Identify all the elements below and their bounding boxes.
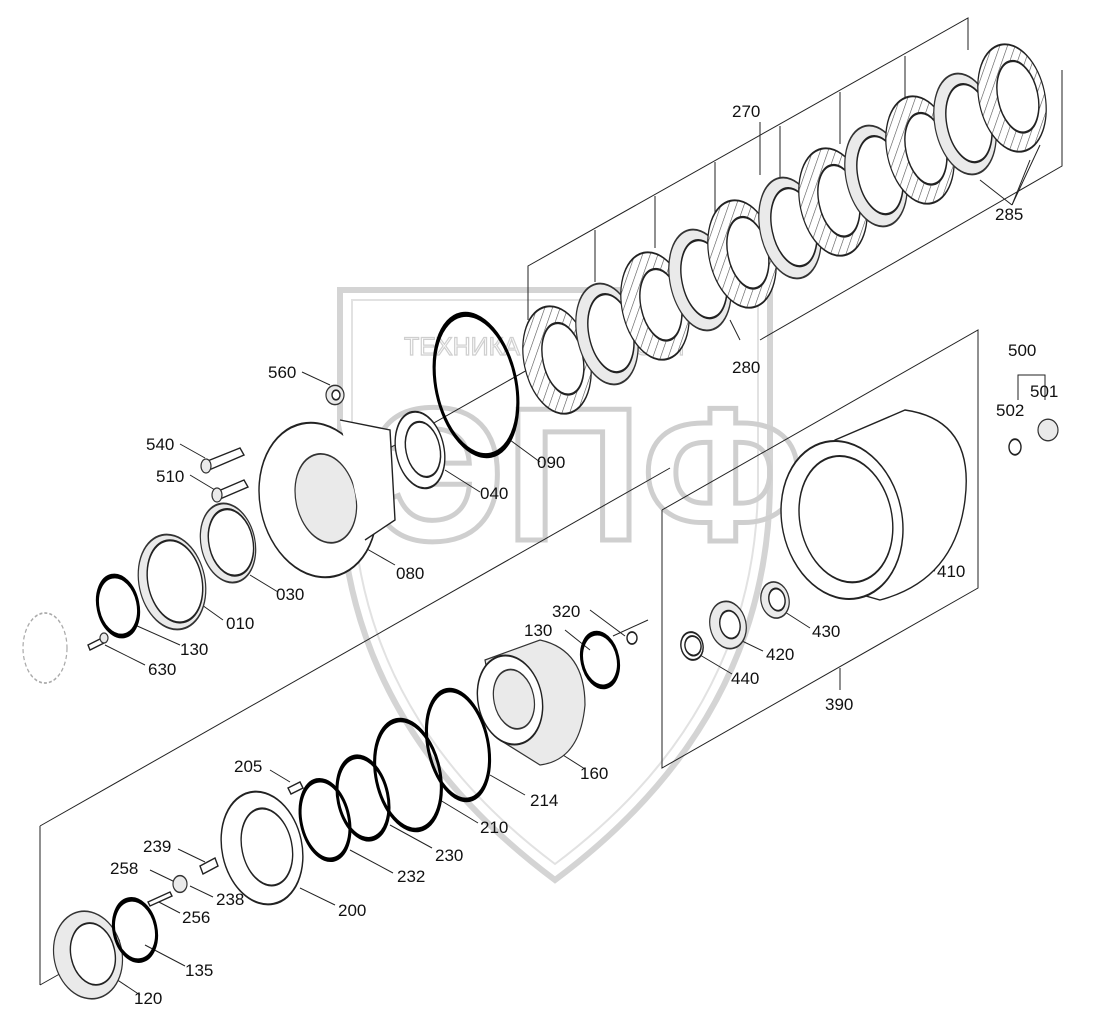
label-502: 502 (996, 401, 1024, 420)
label-090: 090 (537, 453, 565, 472)
label-230: 230 (435, 846, 463, 865)
label-258: 258 (110, 859, 138, 878)
label-501: 501 (1030, 382, 1058, 401)
label-410: 410 (937, 562, 965, 581)
label-232: 232 (397, 867, 425, 886)
label-500: 500 (1008, 341, 1036, 360)
label-200: 200 (338, 901, 366, 920)
piston-assembly (52, 639, 586, 1000)
label-214: 214 (530, 791, 558, 810)
label-420: 420 (766, 645, 794, 664)
label-135: 135 (185, 961, 213, 980)
label-239: 239 (143, 837, 171, 856)
label-120: 120 (134, 989, 162, 1008)
label-285: 285 (995, 205, 1023, 224)
clutch-disc-pack (522, 43, 1047, 415)
label-390: 390 (825, 695, 853, 714)
o-rings (95, 311, 638, 963)
label-238: 238 (216, 890, 244, 909)
label-510: 510 (156, 467, 184, 486)
label-080: 080 (396, 564, 424, 583)
label-010: 010 (226, 614, 254, 633)
label-560: 560 (268, 363, 296, 382)
label-130-left: 130 (180, 640, 208, 659)
label-270: 270 (732, 102, 760, 121)
label-440: 440 (731, 669, 759, 688)
hub-assembly (22, 384, 446, 684)
label-030: 030 (276, 585, 304, 604)
label-540: 540 (146, 435, 174, 454)
label-320: 320 (552, 602, 580, 621)
label-630: 630 (148, 660, 176, 679)
label-280: 280 (732, 358, 760, 377)
part-labels: 270 285 280 500 501 502 560 540 510 090 … (110, 102, 1058, 1008)
housing-assembly (680, 409, 1059, 661)
label-160: 160 (580, 764, 608, 783)
label-205: 205 (234, 757, 262, 776)
label-210: 210 (480, 818, 508, 837)
label-430: 430 (812, 622, 840, 641)
label-256: 256 (182, 908, 210, 927)
label-130-right: 130 (524, 621, 552, 640)
label-040: 040 (480, 484, 508, 503)
